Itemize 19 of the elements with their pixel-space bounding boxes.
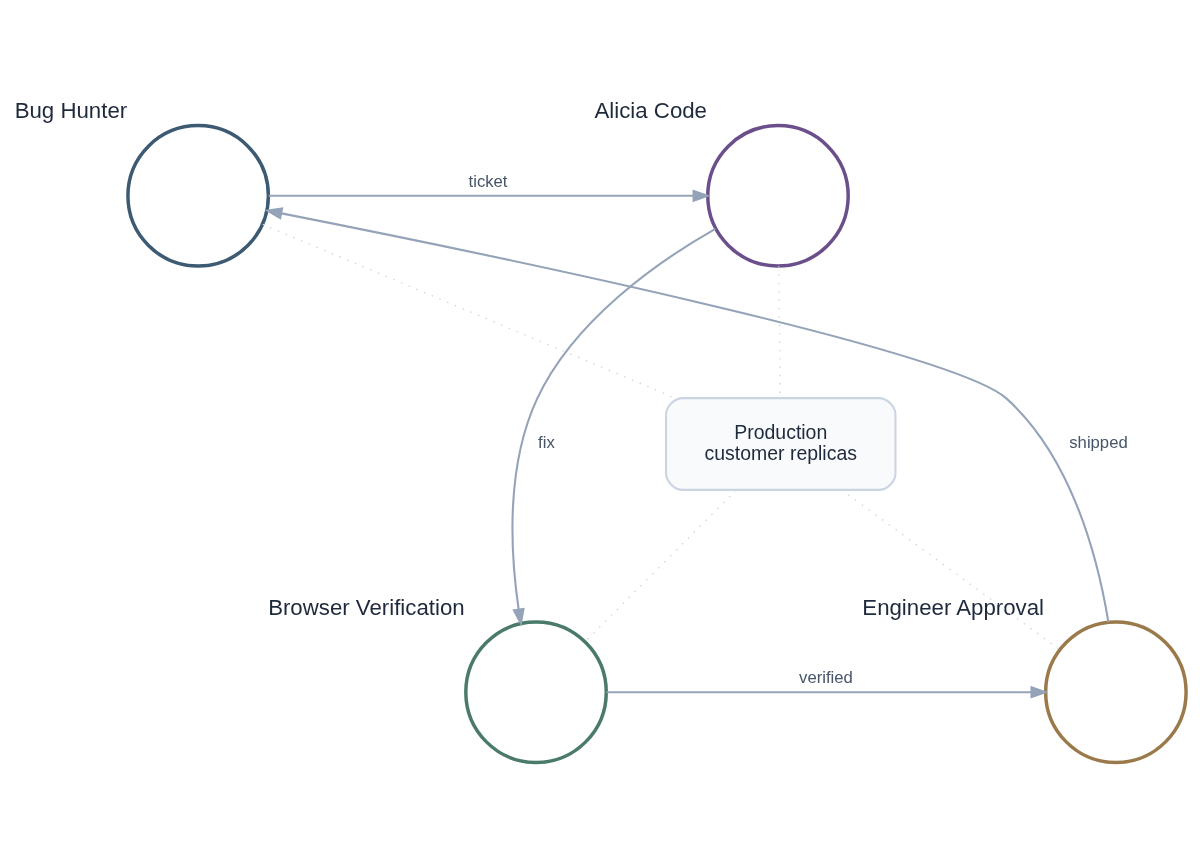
node-circle: [1043, 619, 1188, 764]
arrow: [606, 685, 1049, 699]
node-circle: [464, 619, 608, 764]
edge-label: verified: [799, 667, 853, 687]
edge-label: fix: [538, 432, 555, 452]
connector: [584, 489, 737, 642]
node-circle: [706, 123, 850, 268]
arrow: [264, 206, 1110, 622]
arrow: [511, 227, 716, 626]
node-circle: [126, 123, 271, 268]
node-label: Browser Verification: [268, 594, 465, 620]
edge-label: shipped: [1069, 432, 1128, 452]
node-label: Alicia Code: [594, 97, 707, 123]
connector: [841, 488, 1061, 650]
edge-label: ticket: [468, 171, 508, 191]
node-label: Engineer Approval: [862, 594, 1045, 620]
node-box: Production customer replicas: [665, 396, 897, 491]
node-label: Bug Hunter: [14, 97, 128, 123]
arrow: [268, 188, 711, 202]
